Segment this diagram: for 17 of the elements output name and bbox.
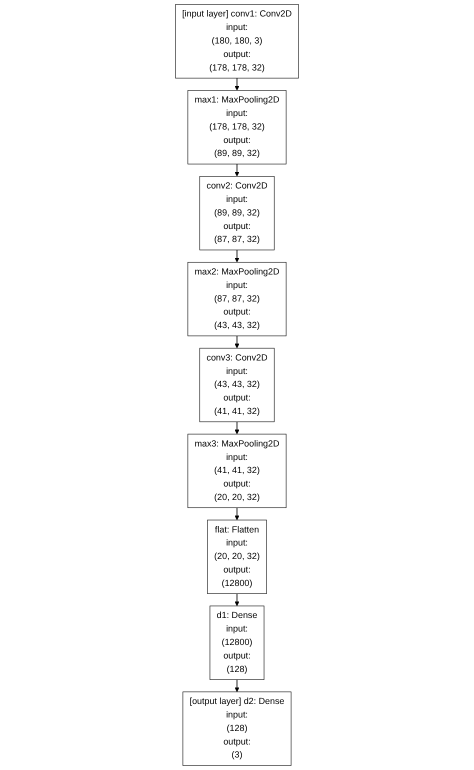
arrow	[234, 78, 240, 91]
node-box: conv2: Conv2D input: (89, 89, 32) output: (87, 87, 32)	[200, 176, 274, 250]
arrow	[234, 507, 240, 520]
arrow	[234, 164, 240, 177]
node-box: [output layer] d2: Dense input: (128) output: (3)	[182, 692, 292, 766]
node-box: [input layer] conv1: Conv2D input: (180, 180, 3) output: (178, 178, 32)	[175, 4, 299, 78]
arrow	[234, 593, 240, 606]
node-box: d1: Dense input: (12800) output: (128)	[210, 606, 264, 680]
node-box: max1: MaxPooling2D input: (178, 178, 32) output: (89, 89, 32)	[188, 90, 286, 164]
node-box: flat: Flatten input: (20, 20, 32) output: (12800)	[207, 520, 267, 594]
node-box: max2: MaxPooling2D input: (87, 87, 32) output: (43, 43, 32)	[188, 262, 286, 336]
node-box: conv3: Conv2D input: (43, 43, 32) output: (41, 41, 32)	[200, 348, 274, 422]
arrow	[234, 679, 240, 692]
arrow	[234, 335, 240, 348]
arrow	[234, 421, 240, 434]
node-box: max3: MaxPooling2D input: (41, 41, 32) output: (20, 20, 32)	[188, 434, 286, 508]
arrow	[234, 250, 240, 262]
